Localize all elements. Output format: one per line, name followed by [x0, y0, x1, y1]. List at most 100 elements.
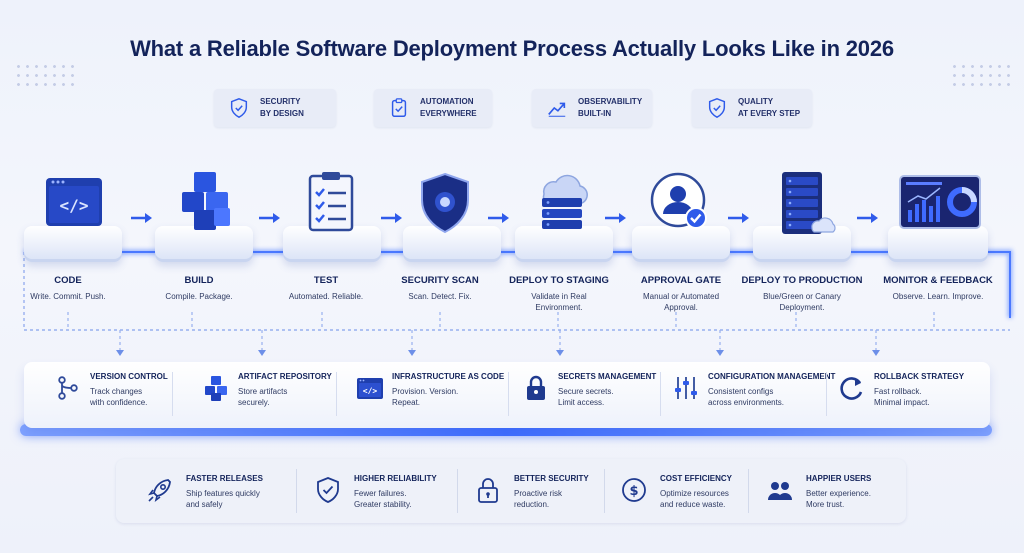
divider — [748, 469, 749, 513]
benefit-desc-line: Fewer failures. — [354, 489, 407, 498]
stage-desc: Write. Commit. Push. — [3, 291, 133, 302]
divider — [508, 372, 509, 416]
divider — [172, 372, 173, 416]
benefit-desc-line: and safely — [186, 500, 223, 509]
rocket-icon — [148, 479, 171, 502]
tool-desc-line: Consistent configs — [708, 387, 774, 396]
cubes-icon — [205, 376, 227, 401]
tool-desc: Provision. Version.Repeat. — [392, 386, 504, 408]
divider — [604, 469, 605, 513]
dashboard-icon — [899, 175, 981, 229]
stage-platform — [515, 226, 613, 262]
principle-quality: QUALITY AT EVERY STEP — [692, 89, 812, 127]
benefit-desc-line: Greater stability. — [354, 500, 412, 509]
principle-line2: EVERYWHERE — [420, 109, 477, 118]
arrow-right-icon — [488, 213, 509, 223]
benefit-title: COST EFFICIENCY — [660, 474, 733, 483]
tool-desc-line: Fast rollback. — [874, 387, 922, 396]
sliders-icon — [675, 377, 697, 399]
stage-label-monitor-feedback: MONITOR & FEEDBACK — [883, 275, 993, 286]
trend-chart-icon — [548, 102, 566, 117]
benefit-title: HIGHER RELIABILITY — [354, 474, 437, 483]
benefit-happier-users: HAPPIER USERS Better experience. More trus… — [766, 468, 871, 514]
stage-platform — [24, 226, 122, 262]
tool-title: ARTIFACT REPOSITORY — [238, 372, 332, 381]
principle-line1: QUALITY — [738, 97, 774, 106]
stage-label-security-scan: SECURITY SCAN — [401, 275, 479, 286]
benefit-desc-line: Better experience. — [806, 489, 871, 498]
stage-desc-line: Automated. Reliable. — [288, 292, 364, 301]
user-approval-icon — [650, 172, 707, 229]
benefit-desc-line: More trust. — [806, 500, 845, 509]
tool-desc-line: Provision. Version. — [392, 387, 459, 396]
tool-version-control: VERSION CONTROL Track changes with confide… — [54, 368, 168, 422]
server-rack-icon — [782, 172, 836, 234]
stage-desc: Observe. Learn. Improve. — [873, 291, 1003, 302]
stage-label-code: CODE — [54, 275, 82, 286]
shield-check-icon — [230, 98, 248, 118]
tool-title: SECRETS MANAGEMENT — [558, 372, 657, 381]
tool-title: ROLLBACK STRATEGY — [874, 372, 965, 381]
divider — [826, 372, 827, 416]
decorative-dots — [14, 62, 78, 90]
refresh-icon — [840, 377, 863, 400]
svg-text:$: $ — [629, 484, 638, 499]
benefit-desc-line: Optimize resources — [660, 489, 729, 498]
principle-security: SECURITY BY DESIGN — [214, 89, 336, 127]
stage-platform — [403, 226, 501, 262]
divider — [296, 469, 297, 513]
tool-desc: Consistent configs across environments. — [708, 386, 835, 408]
stage-label-deploy-production: DEPLOY TO PRODUCTION — [741, 275, 863, 286]
users-icon — [768, 482, 792, 500]
tool-desc-line: securely. — [238, 398, 270, 407]
principle-line2: BY DESIGN — [260, 109, 304, 118]
tool-desc-line: Secure secrets. — [558, 387, 614, 396]
benefit-desc: Fewer failures. Greater stability. — [354, 488, 437, 510]
stage-desc-line: Observe. Learn. Improve. — [892, 292, 984, 301]
stage-label-test: TEST — [313, 275, 339, 286]
tool-desc-line: Track changes — [90, 387, 143, 396]
git-branch-icon — [58, 376, 78, 400]
stage-platform — [888, 226, 988, 262]
principle-line1: SECURITY — [260, 97, 301, 106]
stage-desc: Compile. Package. — [134, 291, 264, 302]
shield-check-icon — [317, 477, 339, 503]
stage-platform — [155, 226, 253, 262]
arrow-right-icon — [259, 213, 280, 223]
divider — [336, 372, 337, 416]
tool-title: VERSION CONTROL — [90, 372, 168, 381]
stage-desc-line: Deployment. — [779, 303, 825, 312]
principle-automation: AUTOMATION EVERYWHERE — [374, 89, 492, 127]
tool-rollback-strategy: ROLLBACK STRATEGY Fast rollback.Minimal i… — [838, 368, 964, 422]
checklist-icon — [308, 172, 354, 232]
principle-line2: AT EVERY STEP — [738, 109, 801, 118]
stage-platform — [283, 226, 381, 262]
tool-title: CONFIGURATION MANAGEMENT — [708, 372, 836, 381]
stage-desc-line: Compile. Package. — [165, 292, 233, 301]
tool-desc-line: across environments. — [708, 398, 785, 407]
arrow-right-icon — [131, 213, 152, 223]
tool-desc: Fast rollback.Minimal impact. — [874, 386, 964, 408]
tool-desc: Secure secrets.Limit access. — [558, 386, 656, 408]
dollar-icon: $ — [622, 478, 646, 502]
security-shield-icon — [421, 172, 469, 234]
tool-desc-line: with confidence. — [90, 398, 148, 407]
divider — [457, 469, 458, 513]
benefit-title: FASTER RELEASES — [186, 474, 263, 483]
svg-text:</>: </> — [60, 196, 89, 215]
principle-line2: BUILT-IN — [578, 109, 612, 118]
benefit-desc: Better experience. More trust. — [806, 488, 871, 510]
stage-label-approval-gate: APPROVAL GATE — [640, 275, 722, 286]
arrow-right-icon — [728, 213, 749, 223]
principle-line1: AUTOMATION — [420, 97, 474, 106]
benefit-title: HAPPIER USERS — [806, 474, 872, 483]
benefit-desc-line: reduction. — [514, 500, 550, 509]
stage-desc: Scan. Detect. Fix. — [375, 291, 505, 302]
